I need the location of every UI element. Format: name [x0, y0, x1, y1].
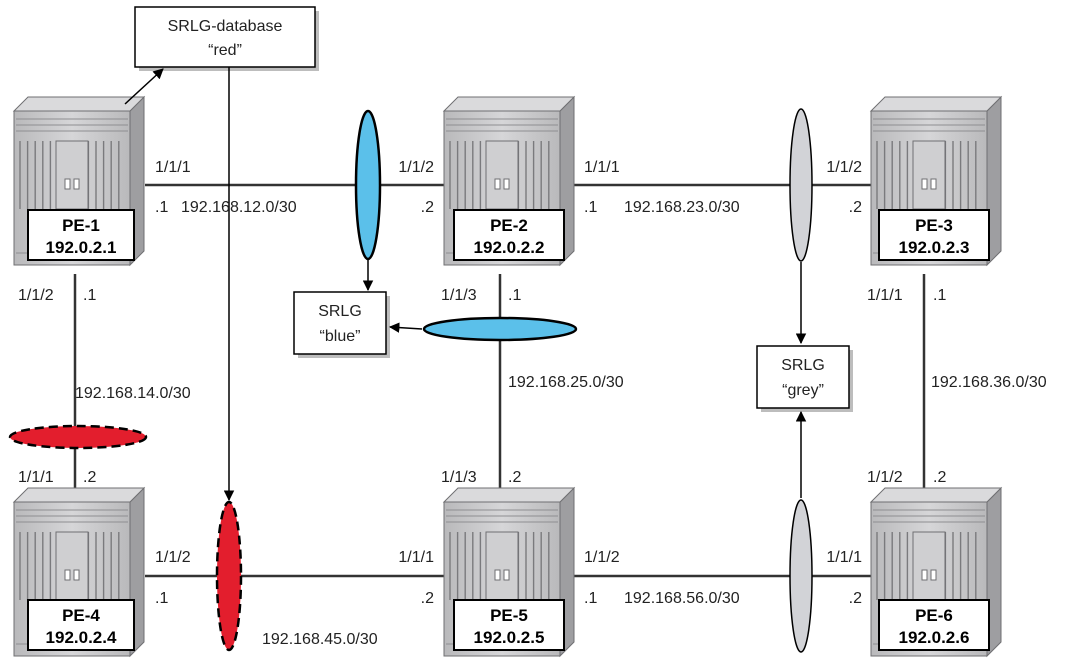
srlg-red-marker-pe1-pe4 — [10, 426, 146, 448]
srlg-blue-marker-pe2-pe5 — [424, 318, 576, 340]
port-label: 1/1/2 — [826, 159, 862, 176]
router-address: 192.0.2.3 — [899, 238, 970, 257]
subnet-label: 192.168.14.0/30 — [75, 385, 191, 402]
router-name: PE-5 — [490, 606, 528, 625]
host-label: .1 — [155, 199, 168, 216]
router-pe4[interactable]: PE-4 192.0.2.4 — [14, 488, 144, 656]
router-address: 192.0.2.2 — [474, 238, 545, 257]
router-address: 192.0.2.1 — [46, 238, 117, 257]
subnet-label: 192.168.45.0/30 — [262, 631, 378, 648]
subnet-label: 192.168.36.0/30 — [931, 374, 1047, 391]
srlg-grey-marker-pe5-pe6 — [790, 500, 812, 652]
callout-title: SRLG — [318, 303, 362, 320]
host-label: .1 — [83, 287, 96, 304]
subnet-label: 192.168.12.0/30 — [181, 199, 297, 216]
host-label: .2 — [83, 469, 96, 486]
callout-value: “blue” — [320, 328, 361, 345]
router-address: 192.0.2.6 — [899, 628, 970, 647]
host-label: .2 — [421, 590, 434, 607]
router-name: PE-2 — [490, 216, 528, 235]
host-label: .2 — [849, 199, 862, 216]
port-label: 1/1/3 — [441, 469, 477, 486]
port-label: 1/1/2 — [584, 549, 620, 566]
port-label: 1/1/1 — [155, 159, 191, 176]
port-label: 1/1/1 — [826, 549, 862, 566]
subnet-label: 192.168.23.0/30 — [624, 199, 740, 216]
port-label: 1/1/2 — [18, 287, 54, 304]
port-label: 1/1/1 — [398, 549, 434, 566]
host-label: .1 — [933, 287, 946, 304]
host-label: .1 — [584, 590, 597, 607]
callout-title: SRLG-database — [168, 18, 283, 35]
srlg-database-callout: SRLG-database “red” — [135, 7, 319, 71]
router-name: PE-1 — [62, 216, 100, 235]
subnet-label: 192.168.56.0/30 — [624, 590, 740, 607]
port-label: 1/1/2 — [155, 549, 191, 566]
srlg-blue-callout: SRLG “blue” — [294, 292, 390, 358]
srlg-red-marker-pe4-pe5 — [217, 502, 241, 650]
router-pe5[interactable]: PE-5 192.0.2.5 — [444, 488, 574, 656]
srlg-blue-marker-pe1-pe2 — [356, 111, 380, 259]
router-address: 192.0.2.4 — [46, 628, 117, 647]
port-label: 1/1/2 — [398, 159, 434, 176]
router-name: PE-4 — [62, 606, 100, 625]
router-pe1[interactable]: PE-1 192.0.2.1 — [14, 97, 144, 265]
router-pe6[interactable]: PE-6 192.0.2.6 — [871, 488, 1001, 656]
port-label: 1/1/3 — [441, 287, 477, 304]
host-label: .2 — [508, 469, 521, 486]
callout-value: “grey” — [782, 382, 824, 399]
router-address: 192.0.2.5 — [474, 628, 545, 647]
router-pe3[interactable]: PE-3 192.0.2.3 — [871, 97, 1001, 265]
host-label: .1 — [508, 287, 521, 304]
port-label: 1/1/1 — [867, 287, 903, 304]
host-label: .1 — [155, 590, 168, 607]
router-name: PE-3 — [915, 216, 953, 235]
port-label: 1/1/2 — [867, 469, 903, 486]
arrow-blue-srlg-to-callout-side — [390, 327, 422, 329]
callout-title: SRLG — [781, 357, 825, 374]
srlg-grey-callout: SRLG “grey” — [757, 346, 853, 412]
host-label: .1 — [584, 199, 597, 216]
port-label: 1/1/1 — [18, 469, 54, 486]
port-label: 1/1/1 — [584, 159, 620, 176]
callout-value: “red” — [208, 42, 242, 59]
srlg-grey-marker-pe2-pe3 — [790, 109, 812, 261]
router-name: PE-6 — [915, 606, 953, 625]
host-label: .2 — [421, 199, 434, 216]
host-label: .2 — [933, 469, 946, 486]
router-pe2[interactable]: PE-2 192.0.2.2 — [444, 97, 574, 265]
subnet-label: 192.168.25.0/30 — [508, 374, 624, 391]
host-label: .2 — [849, 590, 862, 607]
